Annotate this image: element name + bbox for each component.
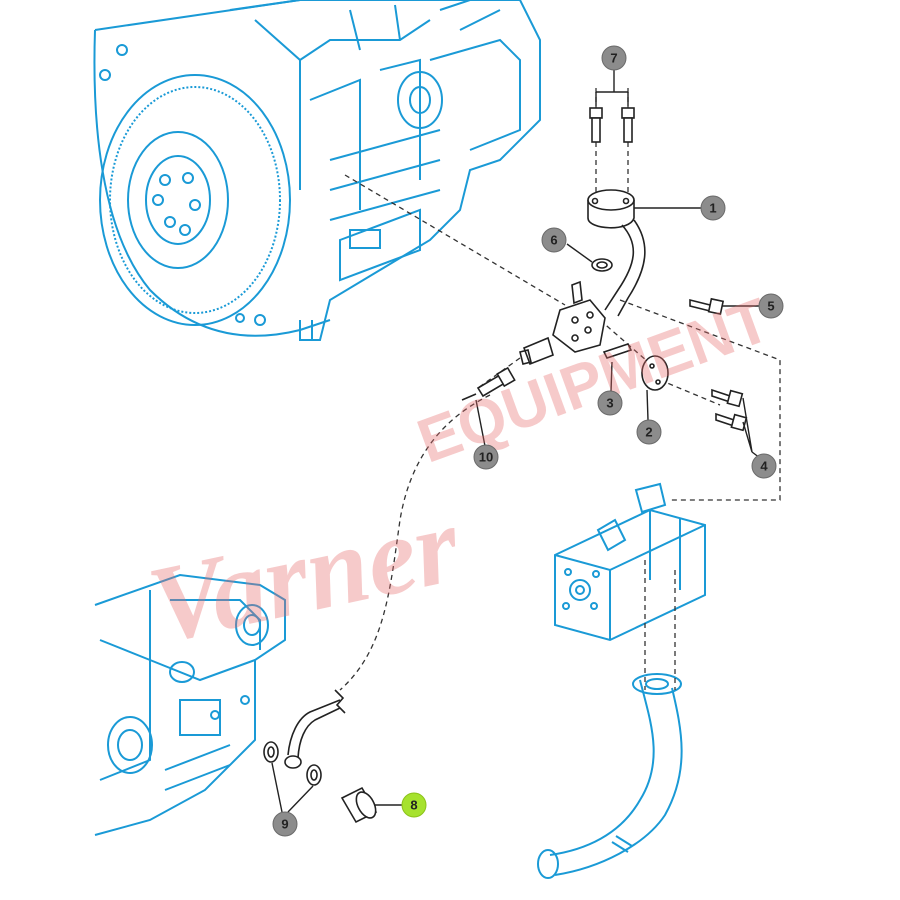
gasket-3: [602, 343, 633, 359]
callout-1[interactable]: 1: [700, 195, 726, 221]
svg-text:5: 5: [767, 299, 774, 314]
bolts-4: [711, 388, 748, 432]
cover-plate-2: [641, 355, 669, 391]
svg-text:10: 10: [479, 450, 493, 465]
leader-lines: [271, 68, 761, 813]
svg-text:6: 6: [550, 233, 557, 248]
svg-text:8: 8: [410, 798, 417, 813]
svg-text:4: 4: [760, 459, 768, 474]
oil-pipe-lower: [284, 689, 346, 769]
callout-5[interactable]: 5: [758, 293, 784, 319]
callouts: 7 1 6 5 3 2 4 10: [272, 45, 784, 837]
svg-text:9: 9: [281, 817, 288, 832]
callout-8[interactable]: 8: [401, 792, 427, 818]
svg-text:2: 2: [645, 425, 652, 440]
callout-4[interactable]: 4: [751, 453, 777, 479]
svg-text:7: 7: [610, 51, 617, 66]
connection-lines: [339, 88, 781, 691]
callout-7[interactable]: 7: [601, 45, 627, 71]
o-ring-6: [591, 258, 613, 272]
callout-9[interactable]: 9: [272, 811, 298, 837]
transmission-housing-illustration: [94, 573, 286, 836]
pipe-fitting-10: [461, 366, 516, 401]
sealing-washers-9: [263, 741, 322, 786]
bolt-5: [689, 297, 725, 316]
engine-illustration: [93, 0, 541, 341]
watermark-script: Varner: [139, 482, 471, 666]
callout-2[interactable]: 2: [636, 419, 662, 445]
callout-6[interactable]: 6: [541, 227, 567, 253]
callout-10[interactable]: 10: [473, 444, 499, 470]
hydraulic-pump-illustration: [537, 482, 706, 879]
watermark: Varner EQUIPMENT: [139, 286, 779, 667]
svg-text:1: 1: [709, 201, 716, 216]
svg-text:3: 3: [606, 396, 613, 411]
callout-3[interactable]: 3: [597, 390, 623, 416]
manifold-block: [519, 280, 606, 366]
oil-filler-tube-1: [587, 189, 646, 317]
drain-plug-8: [340, 786, 378, 824]
bolts-7: [589, 107, 635, 143]
